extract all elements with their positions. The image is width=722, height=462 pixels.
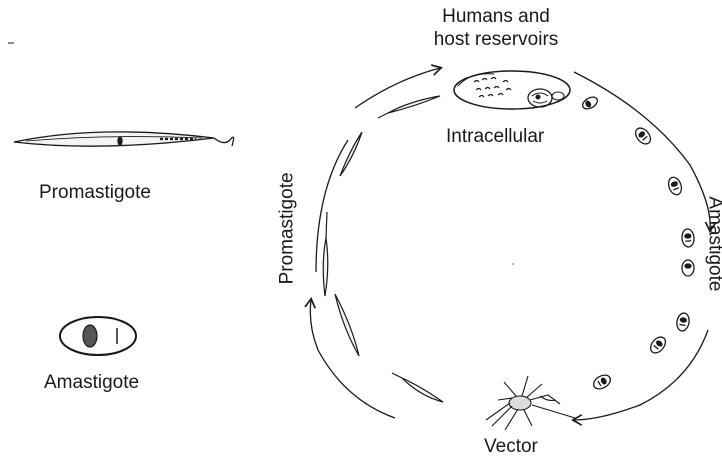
amastigote-legend-label: Amastigote — [44, 372, 139, 395]
host-cell — [454, 71, 570, 109]
hosts-label-line2: host reservoirs — [411, 29, 581, 52]
promastigote-legend-icon — [14, 132, 234, 146]
promastigote-mark — [326, 212, 327, 238]
promastigote-mark — [388, 96, 440, 113]
amastigote-mark — [591, 372, 613, 391]
promastigote-stage-label: Promastigote — [277, 194, 300, 284]
arc-top-left — [355, 68, 440, 108]
sandfly-vector-drawing — [486, 376, 575, 430]
hosts-label: Humans and host reservoirs — [411, 6, 581, 52]
arc-top-right — [574, 72, 710, 230]
amastigote-mark — [581, 95, 600, 112]
amastigote-mark — [633, 125, 654, 147]
arc-bottom-right — [574, 330, 708, 420]
arc-left — [316, 140, 348, 272]
promastigote-mark — [323, 238, 328, 296]
promastigote-mark — [392, 373, 402, 378]
arc-bottom-left — [310, 300, 395, 418]
amastigote-mark — [666, 175, 683, 196]
amastigotes-right-arc — [581, 95, 695, 392]
amastigote-legend-icon — [60, 317, 136, 355]
cycle-arrows — [310, 68, 710, 420]
centre-dot — [512, 263, 514, 265]
amastigote-mark — [648, 334, 669, 356]
amastigote-stage-label: Amastigote — [703, 196, 722, 290]
vector-label: Vector — [484, 436, 538, 459]
promastigote-mark — [378, 113, 388, 118]
amastigote-mark — [682, 260, 694, 276]
intracellular-label: Intracellular — [446, 126, 544, 149]
hosts-label-line1: Humans and — [411, 6, 581, 29]
amastigote-mark — [681, 229, 695, 248]
promastigote-mark — [402, 378, 443, 402]
amastigote-mark — [676, 312, 691, 332]
promastigotes-left-arc — [323, 96, 443, 402]
promastigote-mark — [335, 294, 359, 356]
promastigote-mark — [340, 132, 362, 176]
promastigote-legend-label: Promastigote — [39, 182, 151, 205]
